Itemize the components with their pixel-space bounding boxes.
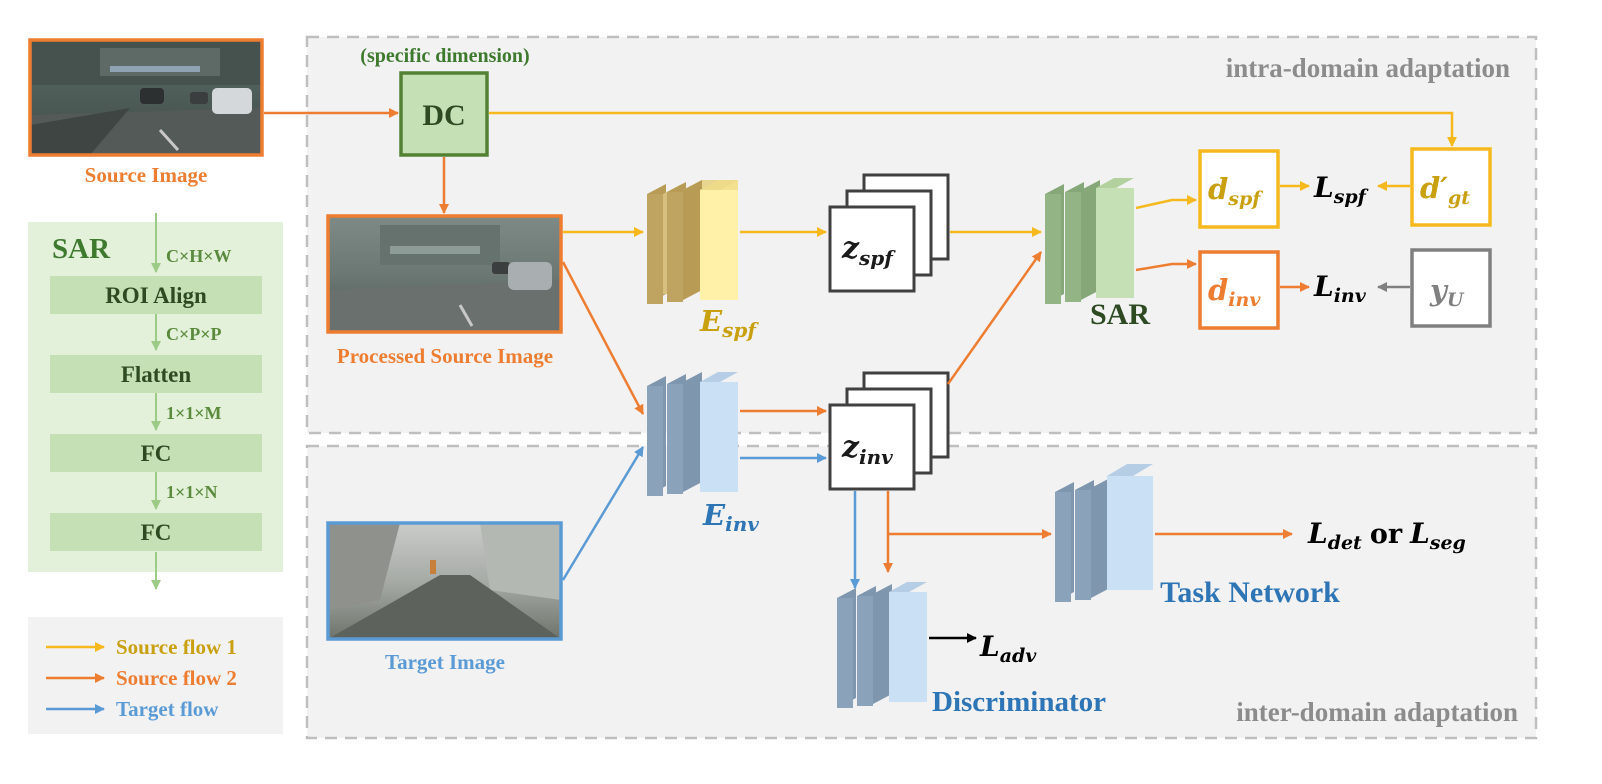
- intra-domain-label: intra-domain adaptation: [1226, 53, 1510, 83]
- loss-adv: Ladv: [979, 630, 1037, 667]
- sar-block-label: ROI Align: [105, 283, 207, 308]
- sar-dim-label: C×P×P: [166, 324, 222, 344]
- target-image-caption: Target Image: [385, 650, 505, 674]
- feature-z-spf-label: zspf: [841, 231, 896, 270]
- sar-block: SAR: [1045, 178, 1150, 331]
- sar-dim-label: 1×1×M: [166, 403, 222, 423]
- encoder-inv: Einv: [647, 372, 759, 536]
- loss-inv: Linv: [1313, 270, 1367, 307]
- head-d-inv: dinv: [1198, 250, 1280, 330]
- legend-source-flow-1: Source flow 1: [116, 635, 237, 659]
- head-d-gt: d′gt: [1410, 147, 1492, 227]
- sar-detail-panel: SAR ROI Align Flatten FC FC C×H×W C×P×P …: [28, 213, 283, 590]
- inter-domain-label: inter-domain adaptation: [1236, 697, 1518, 727]
- feature-z-spf: zspf: [828, 173, 950, 293]
- flow-arrows: [264, 108, 1457, 643]
- legend: Source flow 1 Source flow 2 Target flow: [28, 617, 283, 734]
- dc-block: (specific dimension) DC: [360, 45, 530, 157]
- discriminator-block: Discriminator: [837, 582, 1106, 718]
- sar-dim-label: 1×1×N: [166, 482, 218, 502]
- encoder-spf-label: Espf: [699, 304, 759, 342]
- head-y-u-label: yU: [1429, 273, 1465, 311]
- sar-block-flatten: [50, 355, 262, 393]
- processed-image-caption: Processed Source Image: [337, 344, 553, 368]
- source-image: Source Image: [28, 38, 264, 187]
- loss-spf: Lspf: [1313, 171, 1369, 208]
- head-d-inv-label: dinv: [1208, 273, 1261, 311]
- discriminator-label: Discriminator: [932, 686, 1106, 718]
- head-y-u: yU: [1410, 248, 1492, 328]
- head-d-spf-label: dspf: [1208, 172, 1263, 210]
- sar-label: SAR: [1090, 298, 1150, 331]
- feature-z-inv-label: zinv: [841, 430, 893, 469]
- sar-block-roi-align: [50, 276, 262, 314]
- sar-block-label: FC: [141, 520, 172, 545]
- sar-block-label: FC: [141, 441, 172, 466]
- sar-block-label: Flatten: [121, 362, 191, 387]
- target-image: Target Image: [326, 521, 563, 674]
- processed-source-image: Processed Source Image: [326, 214, 563, 368]
- dc-label: DC: [422, 99, 465, 132]
- task-network-block: Task Network: [1055, 464, 1340, 609]
- dc-caption: (specific dimension): [360, 45, 529, 67]
- sar-block-fc-2: [50, 513, 262, 551]
- sar-panel-title: SAR: [52, 233, 111, 265]
- task-network-label: Task Network: [1160, 576, 1340, 609]
- encoder-inv-label: Einv: [702, 498, 759, 536]
- feature-z-inv: zinv: [828, 371, 950, 491]
- encoder-spf: Espf: [647, 180, 759, 342]
- sar-dim-label: C×H×W: [166, 246, 232, 266]
- sar-block-fc-1: [50, 434, 262, 472]
- head-d-spf: dspf: [1198, 149, 1280, 229]
- legend-target-flow: Target flow: [116, 697, 219, 721]
- legend-source-flow-2: Source flow 2: [116, 666, 237, 690]
- head-d-gt-label: d′gt: [1420, 171, 1470, 209]
- source-image-caption: Source Image: [85, 163, 208, 187]
